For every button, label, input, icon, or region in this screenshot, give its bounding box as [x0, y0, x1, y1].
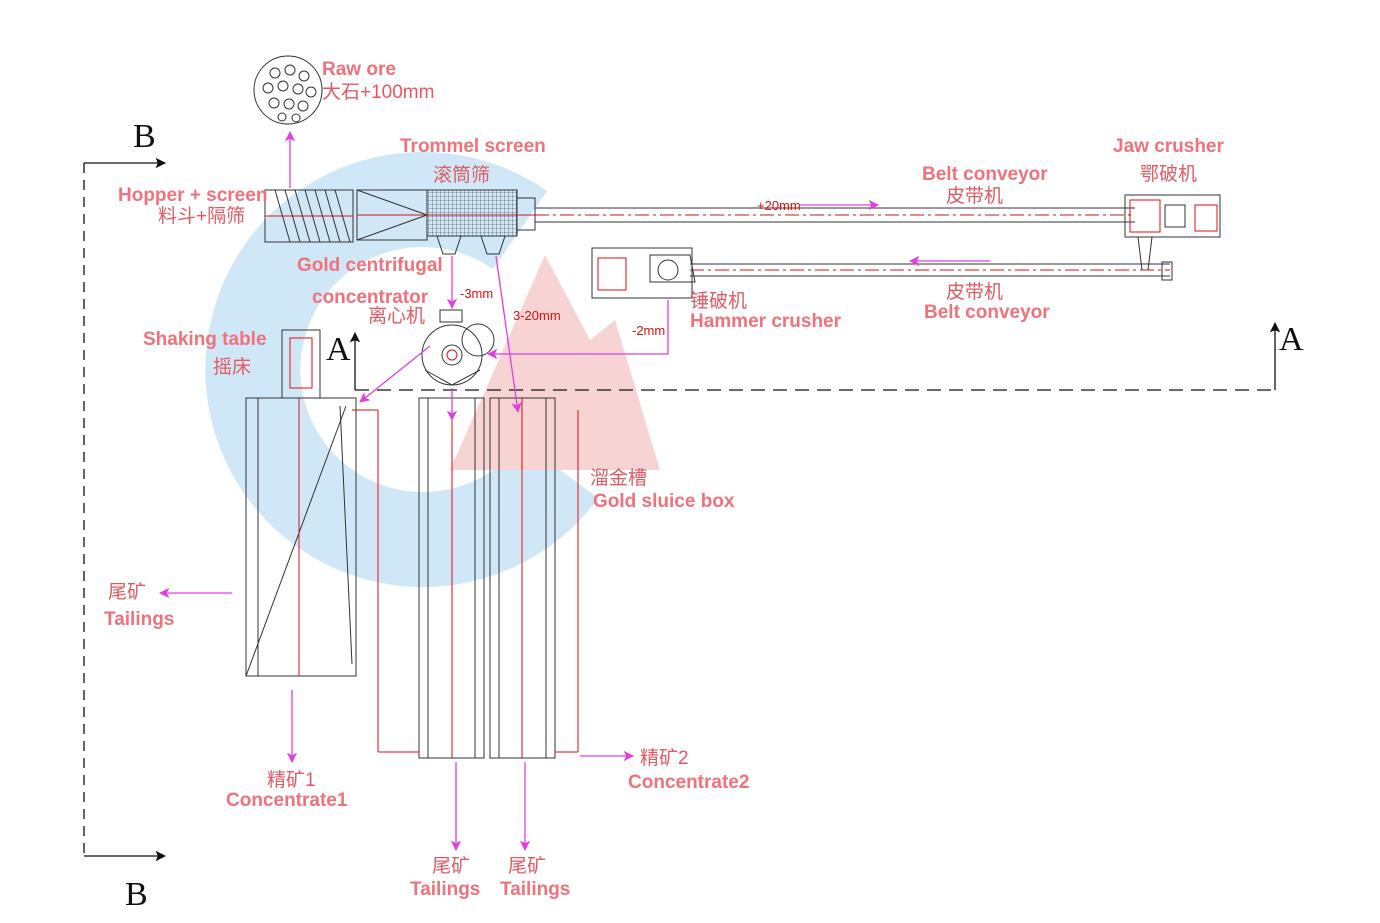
- tailings-1-label: Tailings: [410, 879, 480, 900]
- arrow-minus2: [486, 300, 669, 360]
- tailings-2-label: Tailings: [500, 879, 570, 900]
- concentrate2-cn: 精矿2: [640, 747, 689, 769]
- section-b-top: B: [133, 118, 156, 155]
- belt1-cn-label: 皮带机: [946, 185, 1003, 207]
- hammer-crusher-cn-label: 锤破机: [690, 290, 747, 312]
- tailings-left-label: Tailings: [104, 609, 174, 630]
- hammer-crusher: [591, 247, 696, 299]
- concentrate1-cn: 精矿1: [267, 769, 316, 791]
- section-b-bottom: B: [125, 876, 148, 913]
- trommel-screen: [356, 189, 540, 255]
- tailings-2-cn: 尾矿: [508, 855, 546, 877]
- section-a-left: A: [326, 331, 351, 368]
- sluice-label: Gold sluice box: [593, 491, 735, 512]
- tailings-left-cn: 尾矿: [108, 581, 146, 603]
- watermark-logo: [205, 152, 660, 588]
- concentrate2-label: Concentrate2: [628, 772, 749, 793]
- trommel-cn-label: 滚筒筛: [433, 164, 490, 186]
- jaw-crusher-cn-label: 鄂破机: [1140, 163, 1197, 185]
- section-line-b: B B: [83, 118, 167, 913]
- centrifugal-cn-label: 离心机: [368, 305, 425, 327]
- belt2-label: Belt conveyor: [924, 302, 1050, 323]
- jaw-crusher-label: Jaw crusher: [1113, 136, 1224, 157]
- arrow-range: [495, 255, 522, 414]
- plus20-dimension: +20mm: [757, 198, 801, 213]
- centrifugal-concentrator: [421, 309, 495, 386]
- section-a-right: A: [1279, 321, 1304, 358]
- jaw-crusher: [1124, 194, 1221, 271]
- shaking-table: [245, 329, 357, 677]
- trommel-label: Trommel screen: [400, 136, 546, 157]
- range-dimension: 3-20mm: [513, 308, 561, 323]
- tailings-1-cn: 尾矿: [432, 855, 470, 877]
- raw-ore-label: Raw ore: [322, 59, 396, 80]
- hopper-screen: [264, 189, 354, 243]
- concentrate1-label: Concentrate1: [226, 790, 348, 811]
- minus3-dimension: -3mm: [460, 286, 493, 301]
- flow-arrows: [158, 130, 990, 852]
- centrifugal-label-2: concentrator: [312, 287, 429, 308]
- raw-ore-symbol: [253, 55, 323, 125]
- centrifugal-label-1: Gold centrifugal: [297, 255, 443, 276]
- hammer-crusher-label: Hammer crusher: [690, 311, 842, 332]
- hopper-label: Hopper + screen: [118, 185, 267, 206]
- belt1-label: Belt conveyor: [922, 164, 1048, 185]
- raw-ore-size-label: 大石+100mm: [322, 81, 434, 103]
- arrow-to-shaking-table: [359, 345, 431, 403]
- gold-sluice-box: [352, 397, 579, 759]
- shaking-table-label: Shaking table: [143, 329, 267, 350]
- belt-conveyor-2: [690, 261, 1173, 281]
- section-line-a: A A: [326, 321, 1304, 391]
- shaking-table-cn-label: 摇床: [213, 356, 251, 378]
- belt-conveyor-1: [535, 207, 1135, 223]
- hopper-cn-label: 料斗+隔筛: [158, 205, 245, 227]
- minus2-dimension: -2mm: [632, 323, 665, 338]
- sluice-cn-label: 溜金槽: [590, 467, 647, 489]
- belt2-cn-label: 皮带机: [946, 281, 1003, 303]
